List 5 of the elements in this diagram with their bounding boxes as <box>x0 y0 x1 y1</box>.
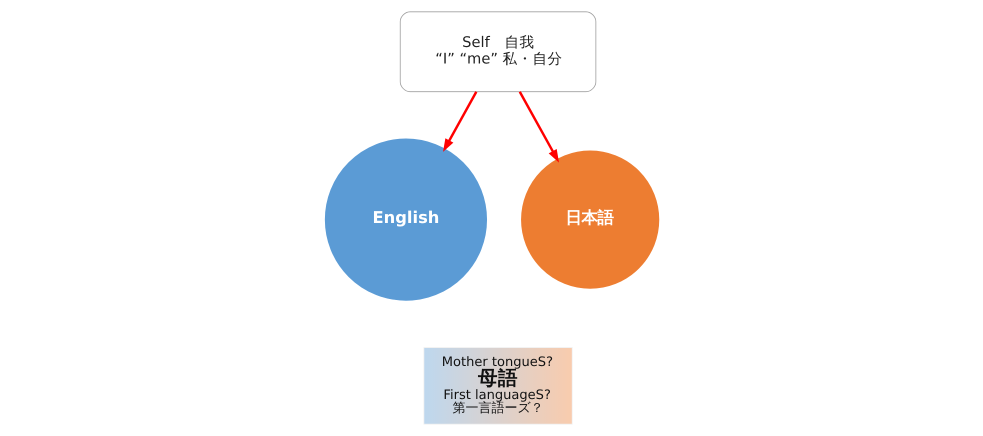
node-box: Mother tongueS? 母語 First languageS? 第一言語ーズ？ <box>422 347 572 425</box>
arrow <box>442 91 477 152</box>
node-circle: 日本語 <box>520 150 659 289</box>
arrow <box>518 91 559 163</box>
node-box: Self 自我 “I” “me” 私・自分 <box>399 11 596 92</box>
